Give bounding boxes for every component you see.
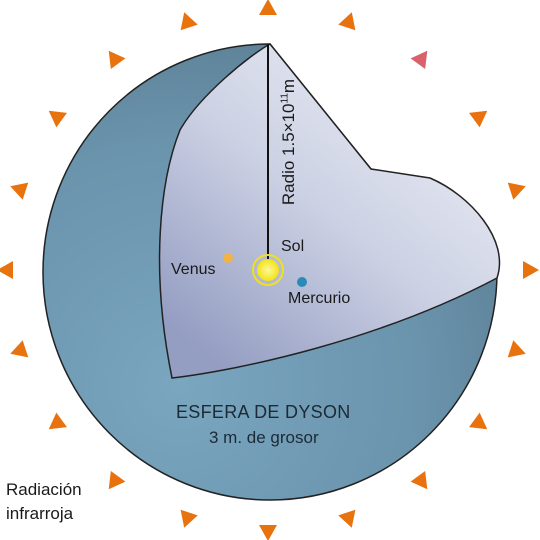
triangle-arrow-icon	[259, 0, 277, 15]
radiation-line2: infrarroja	[6, 504, 74, 523]
radius-prefix: Radio 1.5×10	[279, 103, 298, 206]
radiation-line1: Radiación	[6, 480, 82, 499]
triangle-arrow-icon	[410, 50, 428, 69]
sol-label: Sol	[281, 238, 305, 255]
triangle-arrow-icon	[338, 12, 356, 31]
radiation-label: Radiación infrarroja	[6, 478, 82, 526]
dyson-shell-cutaway	[158, 43, 501, 379]
triangle-arrow-icon	[48, 110, 67, 128]
radius-unit: m	[279, 78, 298, 94]
radius-label: Radio 1.5×1011m	[279, 79, 299, 205]
triangle-arrow-icon	[0, 261, 13, 279]
triangle-arrow-icon	[507, 340, 526, 358]
shell-title: ESFERA DE DYSON	[176, 402, 351, 422]
triangle-arrow-icon	[469, 412, 488, 430]
shell-thickness: 3 m. de grosor	[209, 428, 319, 447]
triangle-arrow-icon	[10, 182, 29, 200]
triangle-arrow-icon	[259, 525, 277, 540]
radius-exponent: 11	[279, 93, 291, 104]
triangle-arrow-icon	[180, 12, 198, 31]
triangle-arrow-icon	[180, 509, 198, 528]
triangle-arrow-icon	[523, 261, 539, 279]
triangle-arrow-icon	[108, 471, 126, 490]
triangle-arrow-icon	[48, 412, 67, 430]
triangle-arrow-icon	[10, 340, 29, 358]
mercurio-dot	[297, 277, 307, 287]
venus-label: Venus	[171, 261, 216, 278]
triangle-arrow-icon	[108, 50, 126, 69]
venus-dot	[223, 253, 233, 263]
mercurio-label: Mercurio	[288, 290, 351, 307]
triangle-arrow-icon	[507, 182, 526, 200]
triangle-arrow-icon	[338, 509, 356, 528]
triangle-arrow-icon	[469, 110, 488, 128]
sun-icon	[252, 254, 284, 286]
triangle-arrow-icon	[410, 471, 428, 490]
